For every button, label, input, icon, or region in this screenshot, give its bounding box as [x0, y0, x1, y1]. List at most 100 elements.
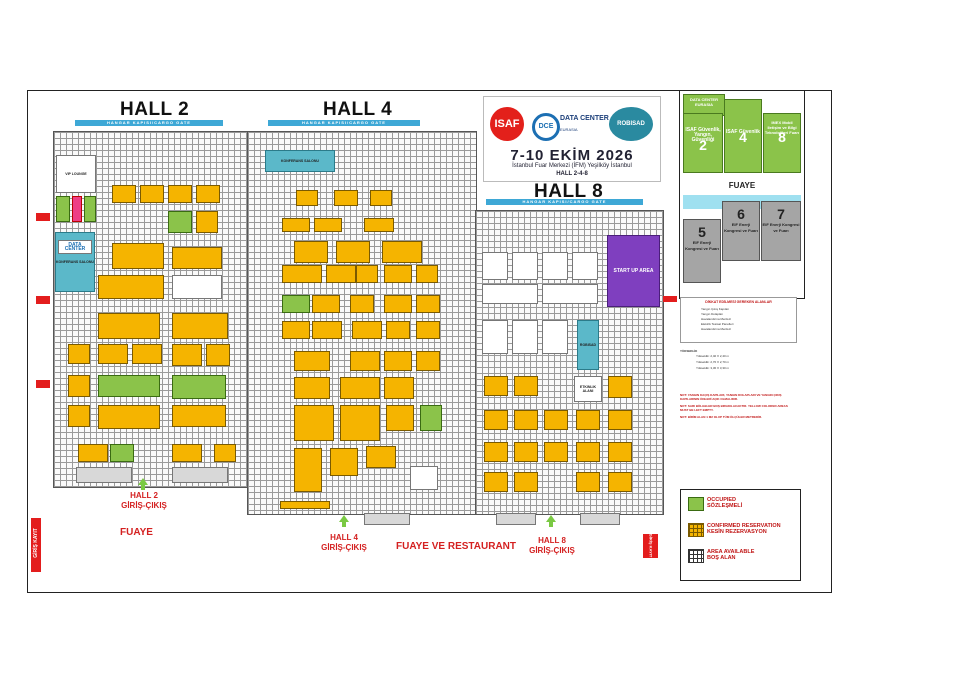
- booth[interactable]: [312, 321, 342, 339]
- booth[interactable]: [386, 321, 410, 339]
- booth[interactable]: [294, 377, 330, 399]
- booth[interactable]: [112, 185, 136, 203]
- booth[interactable]: [382, 241, 422, 263]
- booth[interactable]: [280, 501, 330, 509]
- booth[interactable]: [420, 405, 442, 431]
- booth[interactable]: [98, 405, 160, 429]
- booth[interactable]: [514, 472, 538, 492]
- booth[interactable]: [542, 284, 598, 304]
- booth[interactable]: [68, 344, 90, 364]
- booth[interactable]: [334, 190, 358, 206]
- booth[interactable]: [416, 295, 440, 313]
- booth[interactable]: [410, 466, 438, 490]
- booth[interactable]: [608, 442, 632, 462]
- booth[interactable]: [172, 313, 228, 339]
- booth[interactable]: [350, 295, 374, 313]
- booth[interactable]: [576, 442, 600, 462]
- booth[interactable]: [370, 190, 392, 206]
- booth[interactable]: [350, 351, 380, 371]
- booth[interactable]: [482, 320, 508, 354]
- booth[interactable]: [544, 442, 568, 462]
- booth[interactable]: [608, 472, 632, 492]
- start-up-area[interactable]: START UP AREA: [607, 235, 660, 307]
- booth[interactable]: [514, 376, 538, 396]
- booth[interactable]: [544, 410, 568, 430]
- etkinlik-alani[interactable]: ETKINLIK ALANI: [574, 376, 602, 402]
- booth[interactable]: [56, 196, 70, 222]
- booth[interactable]: [364, 218, 394, 232]
- booth[interactable]: [132, 344, 162, 364]
- booth[interactable]: [214, 444, 236, 462]
- booth[interactable]: [336, 241, 370, 263]
- booth[interactable]: [110, 444, 134, 462]
- booth[interactable]: [576, 472, 600, 492]
- booth[interactable]: [330, 448, 358, 476]
- booth[interactable]: [314, 218, 342, 232]
- booth[interactable]: [576, 410, 600, 430]
- booth[interactable]: [542, 252, 568, 280]
- booth[interactable]: [340, 377, 380, 399]
- booth[interactable]: [366, 446, 396, 468]
- booth[interactable]: [172, 375, 226, 399]
- booth[interactable]: [294, 448, 322, 492]
- booth[interactable]: [482, 284, 538, 304]
- booth[interactable]: [512, 252, 538, 280]
- booth[interactable]: [294, 405, 334, 441]
- booth[interactable]: [172, 444, 202, 462]
- booth[interactable]: [98, 275, 164, 299]
- booth[interactable]: [172, 275, 222, 299]
- booth[interactable]: [296, 190, 318, 206]
- booth[interactable]: [72, 196, 82, 222]
- booth[interactable]: [68, 375, 90, 397]
- booth[interactable]: [294, 241, 328, 263]
- booth[interactable]: [356, 265, 378, 283]
- booth[interactable]: [340, 405, 380, 441]
- booth[interactable]: [282, 321, 310, 339]
- booth[interactable]: [608, 410, 632, 430]
- booth[interactable]: [416, 265, 438, 283]
- booth[interactable]: [484, 472, 508, 492]
- booth[interactable]: [384, 377, 414, 399]
- booth[interactable]: [312, 295, 340, 313]
- booth[interactable]: [84, 196, 96, 222]
- booth[interactable]: [482, 252, 508, 280]
- booth[interactable]: [294, 351, 330, 371]
- booth[interactable]: [196, 211, 218, 233]
- booth[interactable]: [112, 243, 164, 269]
- booth[interactable]: [384, 295, 412, 313]
- booth[interactable]: [484, 442, 508, 462]
- robisad-area[interactable]: ROBISAD: [577, 320, 599, 370]
- booth[interactable]: [78, 444, 108, 462]
- booth[interactable]: [282, 295, 310, 313]
- booth[interactable]: [196, 185, 220, 203]
- booth[interactable]: [512, 320, 538, 354]
- booth[interactable]: [326, 265, 356, 283]
- booth[interactable]: [514, 410, 538, 430]
- booth[interactable]: [608, 376, 632, 398]
- booth[interactable]: [484, 410, 508, 430]
- booth[interactable]: [282, 265, 322, 283]
- booth[interactable]: [416, 321, 440, 339]
- booth[interactable]: [98, 375, 160, 397]
- booth[interactable]: [384, 265, 412, 283]
- booth[interactable]: [206, 344, 230, 366]
- booth[interactable]: [352, 321, 382, 339]
- booth[interactable]: [282, 218, 310, 232]
- booth[interactable]: [98, 344, 128, 364]
- booth[interactable]: [168, 185, 192, 203]
- booth[interactable]: [416, 351, 440, 371]
- booth[interactable]: [172, 405, 226, 427]
- booth[interactable]: [386, 405, 414, 431]
- booth[interactable]: [140, 185, 164, 203]
- booth[interactable]: [172, 247, 222, 269]
- booth[interactable]: [172, 344, 202, 366]
- booth[interactable]: [168, 211, 192, 233]
- booth[interactable]: [68, 405, 90, 427]
- booth[interactable]: [384, 351, 412, 371]
- booth[interactable]: [514, 442, 538, 462]
- konferans-salonu-4[interactable]: KONFERANS SALONU: [265, 150, 335, 172]
- booth[interactable]: [542, 320, 568, 354]
